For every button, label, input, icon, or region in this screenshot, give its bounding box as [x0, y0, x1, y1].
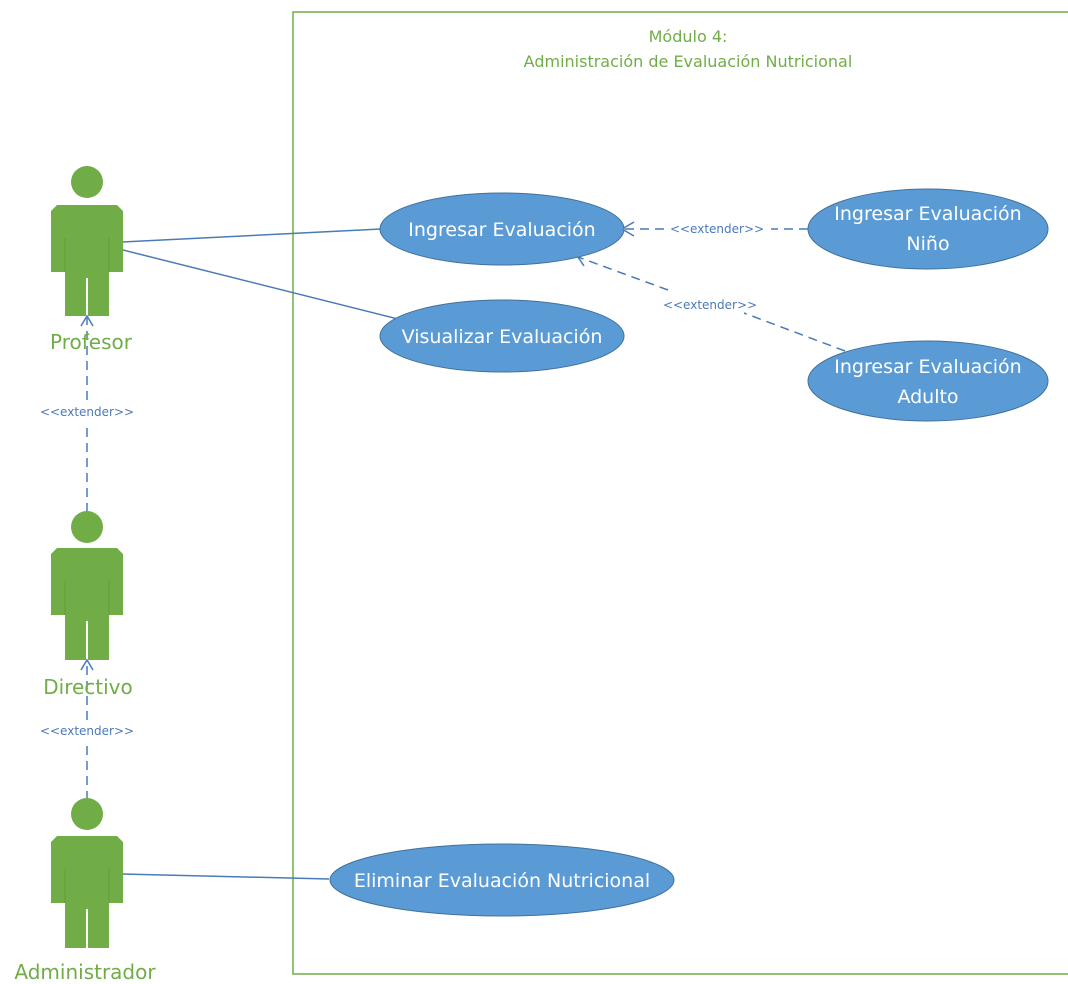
use-case-ingresar-evaluacion-nino[interactable]: Ingresar Evaluación Niño	[807, 188, 1049, 270]
use-case-ingresar-label: Ingresar Evaluación	[408, 219, 595, 241]
actor-administrador-body	[51, 836, 123, 948]
use-case-nino-label-line2: Niño	[906, 233, 949, 255]
actor-directivo	[51, 511, 123, 660]
actor-profesor-label: Profesor	[50, 330, 133, 354]
use-case-adulto-shape[interactable]	[807, 340, 1049, 422]
actor-administrador-label: Administrador	[14, 960, 156, 984]
extend-line-adulto	[743, 312, 846, 352]
extend-label-admin: <<extender>>	[40, 724, 134, 738]
use-case-eliminar-shape[interactable]	[329, 843, 675, 917]
association-administrador-eliminar	[122, 873, 330, 880]
use-case-eliminar-label: Eliminar Evaluación Nutricional	[354, 870, 650, 892]
use-case-nino-shape[interactable]	[807, 188, 1049, 270]
use-case-ingresar-shape[interactable]	[379, 192, 625, 266]
actor-administrador-head	[71, 798, 103, 830]
actor-profesor-body	[51, 205, 123, 316]
extend-label-nino: <<extender>>	[670, 222, 764, 236]
actor-profesor	[51, 166, 123, 316]
actor-profesor-head	[71, 166, 103, 198]
extend-arrowhead-admin	[80, 658, 94, 671]
use-case-adulto-label-line1: Ingresar Evaluación	[834, 356, 1021, 378]
extend-line-adulto-2	[577, 256, 669, 291]
extend-arrowhead-directivo	[80, 314, 94, 327]
system-boundary	[292, 11, 1068, 975]
use-case-nino-label-line1: Ingresar Evaluación	[834, 203, 1021, 225]
system-title-line1: Módulo 4:	[649, 27, 728, 46]
use-case-visualizar-shape[interactable]	[379, 299, 625, 373]
system-title-line2: Administración de Evaluación Nutricional	[524, 52, 853, 71]
extend-label-adulto: <<extender>>	[663, 298, 757, 312]
actor-directivo-label: Directivo	[43, 675, 133, 699]
use-case-ingresar-evaluacion[interactable]: Ingresar Evaluación	[379, 192, 625, 266]
association-profesor-visualizar	[122, 249, 411, 323]
use-case-visualizar-label: Visualizar Evaluación	[402, 326, 603, 348]
actor-administrador	[51, 798, 123, 948]
extend-label-directivo: <<extender>>	[40, 405, 134, 419]
use-case-eliminar-evaluacion-nutricional[interactable]: Eliminar Evaluación Nutricional	[329, 843, 675, 917]
actor-directivo-body	[51, 548, 123, 660]
use-case-visualizar-evaluacion[interactable]: Visualizar Evaluación	[379, 299, 625, 373]
association-profesor-ingresar	[122, 228, 382, 243]
actor-directivo-head	[71, 511, 103, 543]
use-case-adulto-label-line2: Adulto	[897, 386, 958, 408]
use-case-ingresar-evaluacion-adulto[interactable]: Ingresar Evaluación Adulto	[807, 340, 1049, 422]
